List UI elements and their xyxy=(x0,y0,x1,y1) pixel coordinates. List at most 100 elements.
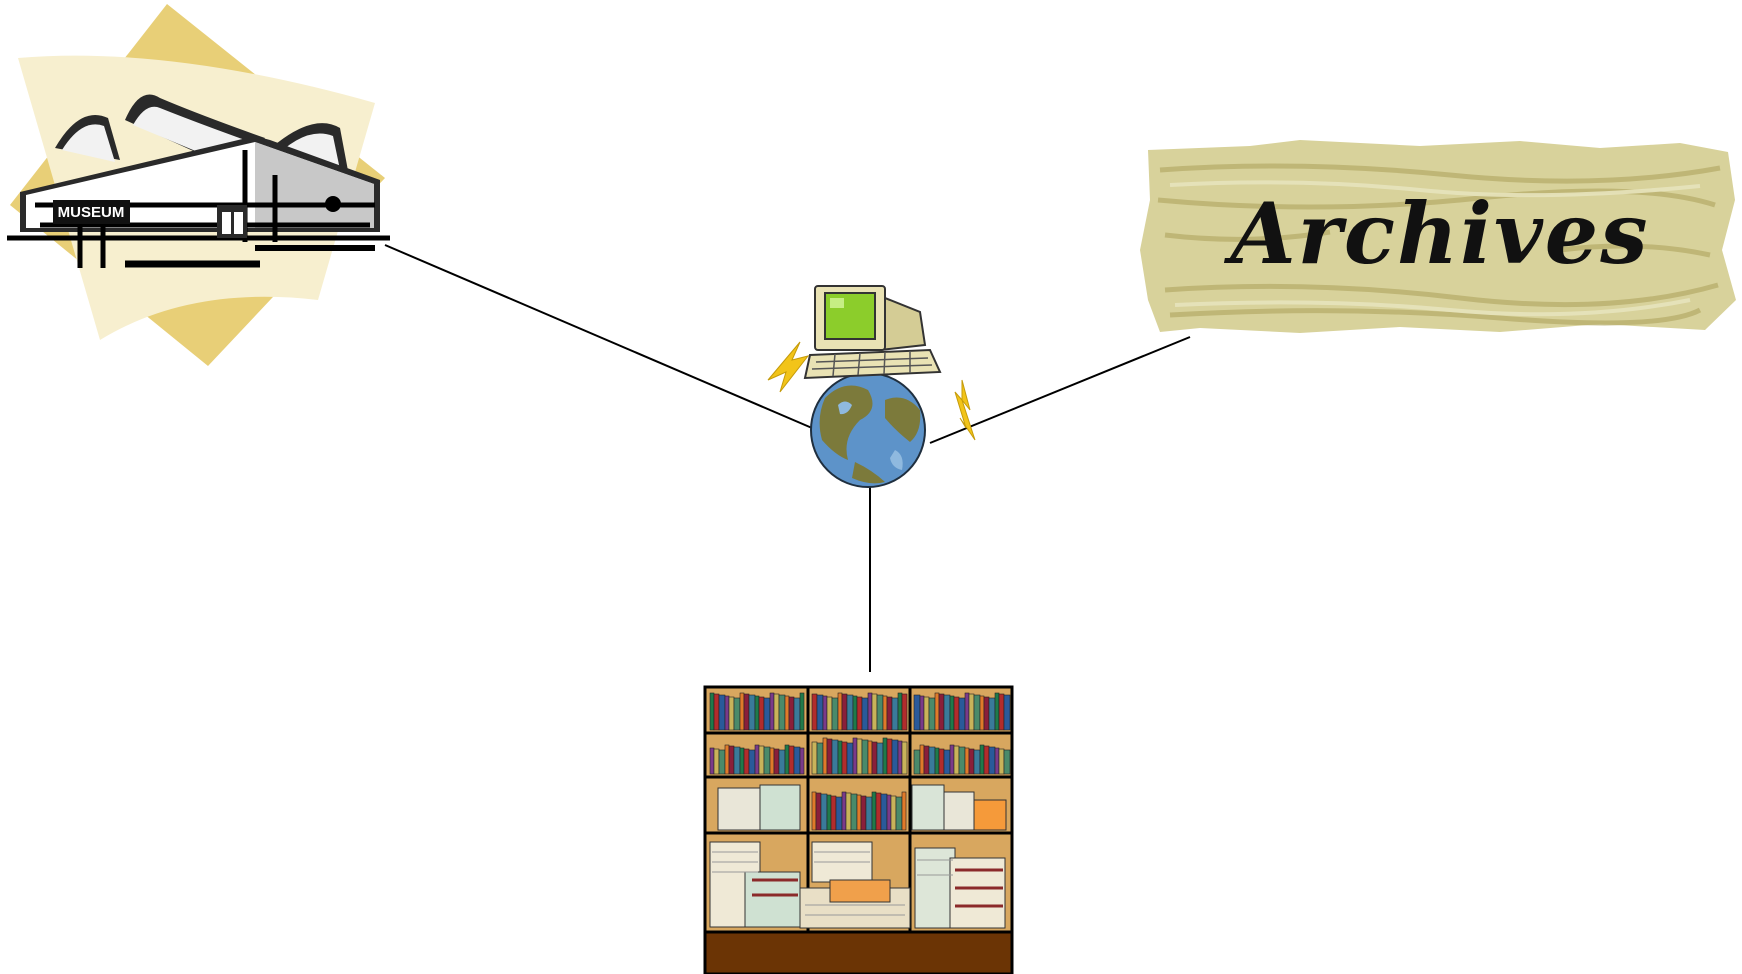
book-spine xyxy=(887,795,891,830)
book-spine xyxy=(838,693,842,730)
book-spine xyxy=(823,696,827,730)
book-spine xyxy=(755,696,759,730)
book-spine xyxy=(999,749,1004,774)
book-spine xyxy=(744,749,749,774)
book-spine xyxy=(891,796,896,830)
book-spine xyxy=(740,748,744,774)
book-spine xyxy=(920,745,924,774)
book-spine xyxy=(969,694,974,730)
book-spine xyxy=(857,795,861,830)
book-spine xyxy=(847,743,853,774)
book-spine xyxy=(838,741,842,774)
book-spine xyxy=(959,747,965,774)
book-spine xyxy=(817,743,823,774)
book-spine xyxy=(969,749,974,774)
connectors xyxy=(385,245,1190,672)
book-spine xyxy=(729,746,734,774)
book-spine xyxy=(950,696,954,730)
book-spine xyxy=(939,749,944,774)
book-spine xyxy=(965,748,969,774)
book-spine xyxy=(984,746,989,774)
book-spine xyxy=(719,695,725,730)
book-spine xyxy=(759,746,764,774)
book-spine xyxy=(872,792,876,830)
book-spine xyxy=(920,696,924,730)
book-spine xyxy=(734,698,740,730)
archives-banner: Archives xyxy=(1140,140,1736,333)
book-spine xyxy=(902,792,906,830)
book-spine xyxy=(755,745,759,774)
book-spine xyxy=(914,750,920,774)
museum-building-icon: MUSEUM xyxy=(7,4,390,366)
book-spine xyxy=(999,694,1004,730)
book-spine xyxy=(939,694,944,730)
book-spine xyxy=(725,745,729,774)
book-spine xyxy=(1004,750,1010,774)
book-spine xyxy=(710,693,714,730)
book-spine xyxy=(935,748,939,774)
book-spine xyxy=(714,749,719,774)
connector-museum-hub xyxy=(385,245,812,428)
book-spine xyxy=(868,693,872,730)
book-spine xyxy=(989,698,995,730)
museum-round-window xyxy=(325,196,341,212)
book-spine xyxy=(902,742,907,774)
book-spine xyxy=(883,738,887,774)
book-spine xyxy=(749,695,755,730)
book-spine xyxy=(995,748,999,774)
book-spine xyxy=(842,742,847,774)
book-spine xyxy=(989,747,995,774)
book-spine xyxy=(862,698,868,730)
book-spine xyxy=(872,694,877,730)
book-spine xyxy=(974,750,980,774)
book-spine xyxy=(774,749,779,774)
book-spine xyxy=(853,738,857,774)
book-spine xyxy=(974,695,980,730)
book-spine xyxy=(868,741,872,774)
book-spine xyxy=(779,750,785,774)
book-spine xyxy=(898,693,902,730)
book-spine xyxy=(812,792,816,830)
book-spine xyxy=(950,745,954,774)
book-spine xyxy=(980,696,984,730)
book-spine xyxy=(1004,695,1010,730)
book-spine xyxy=(832,698,838,730)
book-spine xyxy=(710,748,714,774)
book-spine xyxy=(872,742,877,774)
book-spine xyxy=(984,697,989,730)
book-spine xyxy=(842,694,847,730)
book-spine xyxy=(729,697,734,730)
book-spine xyxy=(846,793,851,830)
book-spine xyxy=(881,794,887,830)
book-spine xyxy=(817,695,823,730)
book-spine xyxy=(714,694,719,730)
book-spine xyxy=(770,748,774,774)
book-spine xyxy=(892,698,898,730)
book-spine xyxy=(770,693,774,730)
book-spine xyxy=(851,794,857,830)
book-spine xyxy=(853,696,857,730)
book-spine xyxy=(827,697,832,730)
book-spine xyxy=(877,695,883,730)
book-spine xyxy=(749,750,755,774)
book-spine xyxy=(862,740,868,774)
book-spine xyxy=(887,739,892,774)
book-spine xyxy=(924,697,929,730)
book-spine xyxy=(995,693,999,730)
book-spine xyxy=(740,693,744,730)
book-spine xyxy=(823,738,827,774)
book-spine xyxy=(764,747,770,774)
book-spine xyxy=(959,698,965,730)
bookshelf-base xyxy=(705,932,1012,974)
book-spine xyxy=(944,695,950,730)
book-spine xyxy=(847,695,853,730)
book-spine xyxy=(914,695,920,730)
keyboard xyxy=(805,350,940,378)
book-spine xyxy=(764,698,770,730)
book-spine xyxy=(887,697,892,730)
museum-sign-text: MUSEUM xyxy=(58,204,125,221)
book-spine xyxy=(725,696,729,730)
book-spine xyxy=(789,746,794,774)
book-spine xyxy=(794,698,800,730)
book-spine xyxy=(929,698,935,730)
